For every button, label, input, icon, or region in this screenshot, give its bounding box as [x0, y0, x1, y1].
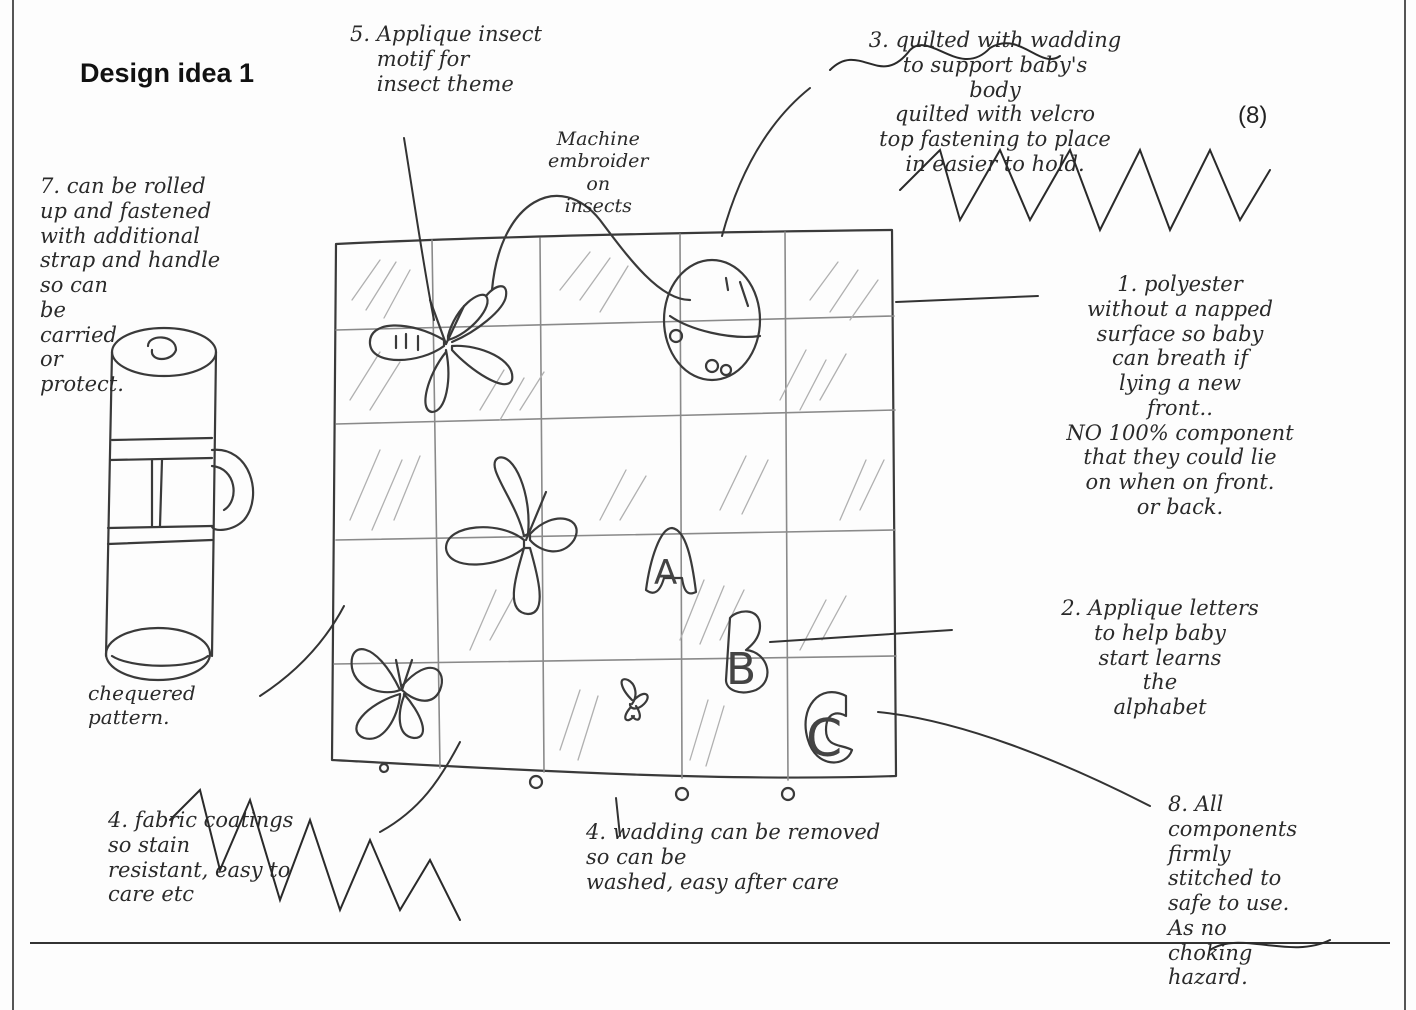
- letter-b: B: [726, 644, 756, 695]
- ladybird-top-right: [662, 258, 762, 382]
- letter-c-outline: [804, 691, 854, 764]
- annotation-polyester: 1. polyester without a napped surface so…: [1066, 272, 1294, 519]
- baseline-rule: [30, 942, 1390, 944]
- leader-lines: [259, 87, 1151, 837]
- fastening-dot: [674, 786, 690, 802]
- page-border-left: [12, 0, 14, 1010]
- fastening-dot: [780, 786, 796, 802]
- fastening-dot: [378, 762, 390, 774]
- page-title: Design idea 1: [80, 58, 255, 88]
- annotation-fabric-coatings: 4. fabric coatings so stain resistant, e…: [108, 808, 294, 907]
- annotation-wadding-removed: 4. wadding can be removed so can be wash…: [586, 820, 881, 894]
- page-border-right: [1404, 0, 1406, 1010]
- annotation-machine-embroider: Machine embroider on insects: [548, 128, 649, 218]
- scribble-as-no: [1209, 939, 1331, 951]
- butterfly-middle: [444, 456, 578, 616]
- annotation-applique-insect: 5. Applique insect motif for insect them…: [350, 22, 542, 96]
- butterfly-small: [620, 678, 649, 722]
- annotation-rolled-up: 7. can be rolled up and fastened with ad…: [40, 174, 221, 397]
- marks-allocation: (8): [1238, 102, 1268, 129]
- scribble-velcro: [899, 147, 1271, 233]
- embroidery-loop: [490, 194, 692, 302]
- fastening-dot: [528, 774, 544, 790]
- checkered-grid: [333, 231, 897, 781]
- annotation-applique-letters: 2. Applique letters to help baby start l…: [1061, 596, 1259, 720]
- blanket-outline: [330, 228, 898, 779]
- butterfly-bottom-left: [350, 648, 443, 740]
- scribble-fabric: [169, 788, 461, 921]
- annotation-quilted-wadding: 3. quilted with wadding to support baby'…: [868, 28, 1122, 176]
- shading-hatches: [349, 251, 885, 767]
- rolled-blanket: [104, 326, 255, 682]
- butterfly-top-left: [368, 285, 514, 414]
- letter-a: A: [654, 553, 677, 593]
- scribble-quilted: [829, 42, 1061, 71]
- letter-c: C: [806, 709, 842, 769]
- letter-b-outline: [724, 610, 769, 694]
- annotation-components-stitched: 8. All components firmly stitched to saf…: [1168, 792, 1298, 990]
- annotation-chequered-pattern: chequered pattern.: [88, 681, 196, 729]
- letter-a-outline: [644, 526, 698, 595]
